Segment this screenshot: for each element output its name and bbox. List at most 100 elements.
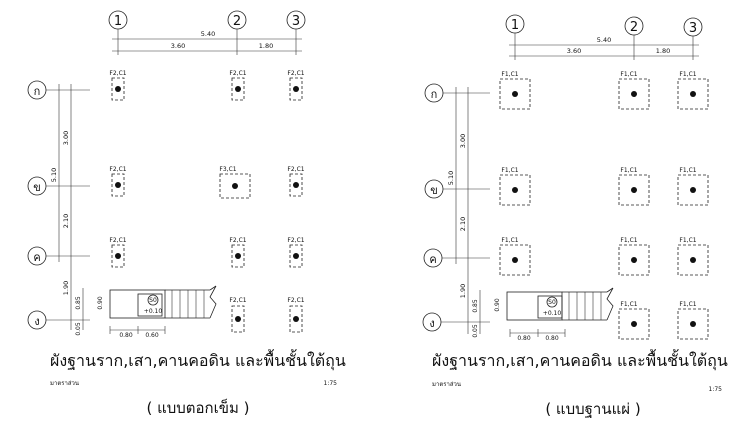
right-footing-c3: F1,C1: [677, 237, 709, 276]
right-stair-level: +0.10: [543, 310, 562, 317]
left-foundation-plan: 1 2 3 5.40 3.60 1.80 ก ข ค: [27, 10, 346, 417]
svg-text:F2,C1: F2,C1: [287, 297, 304, 304]
left-stair: S0 +0.10 0.80 0.60: [109, 285, 217, 339]
svg-text:F1,C1: F1,C1: [679, 71, 696, 78]
left-dim-stair-h2: 0.90: [97, 296, 104, 310]
right-footing-a1: F1,C1: [499, 71, 531, 110]
svg-text:ข: ข: [33, 181, 41, 194]
left-plan-subtitle: ( แบบตอกเข็ม ): [146, 398, 249, 417]
left-dim-stair-w2: 0.60: [145, 332, 159, 339]
left-dim-span-12: 3.60: [171, 42, 185, 50]
right-grid-column-2: 2: [624, 16, 644, 36]
left-footing-b1: F2,C1: [109, 166, 127, 197]
left-dim-span-ab: 3.00: [62, 131, 70, 145]
left-dim-stair-h3: 0.05: [75, 322, 82, 336]
right-dim-stair-h2: 0.90: [494, 298, 501, 312]
left-grid-row-b: ข: [27, 176, 47, 196]
right-dim-span-ab: 3.00: [459, 134, 467, 148]
left-footing-d3: F2,C1: [287, 297, 305, 333]
right-dim-overall-y: 5.10: [447, 171, 455, 185]
svg-text:F1,C1: F1,C1: [620, 237, 637, 244]
right-footing-d2: F1,C1: [618, 301, 650, 340]
right-dim-stair-h3: 0.05: [472, 324, 479, 338]
right-grid-column-1: 1: [505, 14, 525, 34]
left-grid-column-2: 2: [227, 10, 247, 30]
left-dim-stair-h1: 0.85: [75, 296, 82, 310]
right-footing-b2: F1,C1: [618, 167, 650, 206]
left-footing-d2: F2,C1: [229, 297, 247, 333]
left-footing-a3: F2,C1: [287, 70, 305, 101]
right-grid-column-3: 3: [683, 17, 703, 37]
right-grid-row-c: ค: [423, 248, 443, 268]
right-footing-b3: F1,C1: [677, 167, 709, 206]
left-footing-a1: F2,C1: [109, 70, 127, 101]
left-dim-overall-y: 5.10: [50, 168, 58, 182]
left-scale-value: 1:75: [324, 380, 338, 387]
svg-text:F1,C1: F1,C1: [620, 71, 637, 78]
right-grid-row-a: ก: [424, 83, 444, 103]
right-dim-span-bc: 2.10: [459, 217, 467, 231]
right-dim-stair-h1: 0.85: [472, 299, 479, 313]
svg-text:F2,C1: F2,C1: [109, 166, 126, 173]
svg-text:F2,C1: F2,C1: [109, 70, 126, 77]
right-stair: S0 +0.10 0.80 0.80: [506, 287, 614, 342]
svg-text:F1,C1: F1,C1: [501, 167, 518, 174]
svg-text:F1,C1: F1,C1: [620, 167, 637, 174]
left-footing-c1: F2,C1: [109, 237, 127, 268]
svg-text:ก: ก: [34, 85, 41, 98]
right-scale-value: 1:75: [709, 386, 723, 393]
left-footing-c2: F2,C1: [229, 237, 247, 268]
svg-text:F1,C1: F1,C1: [620, 301, 637, 308]
right-plan-title: ผังฐานราก,เสา,คานคอดิน และพื้นชั้นใต้ถุน: [432, 349, 728, 371]
right-footing-d3: F1,C1: [677, 301, 709, 340]
left-dim-overall-x: 5.40: [201, 30, 215, 38]
svg-text:ค: ค: [33, 251, 40, 264]
right-footing-c2: F1,C1: [618, 237, 650, 276]
svg-text:1: 1: [114, 14, 122, 29]
right-foundation-plan: 1 2 3 5.40 3.60 1.80 ก ข ค: [422, 14, 728, 418]
left-grid-row-d: ง: [27, 310, 47, 330]
left-scale-label: มาตราส่วน: [50, 380, 79, 387]
left-dim-span-bc: 2.10: [62, 214, 70, 228]
left-stair-level: +0.10: [144, 308, 163, 315]
left-grid-row-a: ก: [27, 80, 47, 100]
right-grid-row-b: ข: [424, 179, 444, 199]
svg-text:F1,C1: F1,C1: [679, 301, 696, 308]
left-plan-title: ผังฐานราก,เสา,คานคอดิน และพื้นชั้นใต้ถุน: [50, 349, 346, 371]
right-scale-label: มาตราส่วน: [432, 381, 461, 388]
svg-text:2: 2: [233, 14, 241, 29]
right-dim-stair-w1: 0.80: [517, 335, 531, 342]
right-dim-span-23: 1.80: [656, 47, 670, 55]
svg-text:F2,C1: F2,C1: [287, 166, 304, 173]
left-stair-code: S0: [149, 297, 157, 304]
right-footing-a3: F1,C1: [677, 71, 709, 110]
svg-text:3: 3: [689, 21, 697, 36]
svg-text:2: 2: [630, 20, 638, 35]
right-dim-span-12: 3.60: [567, 47, 581, 55]
right-dim-span-cd: 1.90: [459, 284, 467, 298]
svg-text:ง: ง: [429, 317, 434, 330]
left-grid-column-1: 1: [108, 10, 128, 30]
right-dim-overall-x: 5.40: [597, 36, 611, 44]
left-footing-b3: F2,C1: [287, 166, 305, 197]
svg-text:F3,C1: F3,C1: [219, 166, 236, 173]
svg-text:F1,C1: F1,C1: [679, 167, 696, 174]
right-plan-subtitle: ( แบบฐานแผ่ ): [545, 400, 640, 418]
svg-text:ง: ง: [34, 315, 39, 328]
svg-text:F2,C1: F2,C1: [287, 70, 304, 77]
svg-text:F1,C1: F1,C1: [501, 71, 518, 78]
right-footing-b1: F1,C1: [499, 167, 531, 206]
svg-text:F2,C1: F2,C1: [109, 237, 126, 244]
svg-text:3: 3: [292, 14, 300, 29]
svg-text:F1,C1: F1,C1: [679, 237, 696, 244]
left-footing-c3: F2,C1: [287, 237, 305, 268]
left-dim-span-23: 1.80: [259, 42, 273, 50]
right-grid-row-d: ง: [422, 312, 442, 332]
svg-text:ค: ค: [429, 253, 436, 266]
left-footing-a2: F2,C1: [229, 70, 247, 101]
svg-text:F2,C1: F2,C1: [229, 70, 246, 77]
svg-text:F2,C1: F2,C1: [229, 297, 246, 304]
right-dim-stair-w2: 0.80: [545, 335, 559, 342]
right-footing-c1: F1,C1: [499, 237, 531, 276]
